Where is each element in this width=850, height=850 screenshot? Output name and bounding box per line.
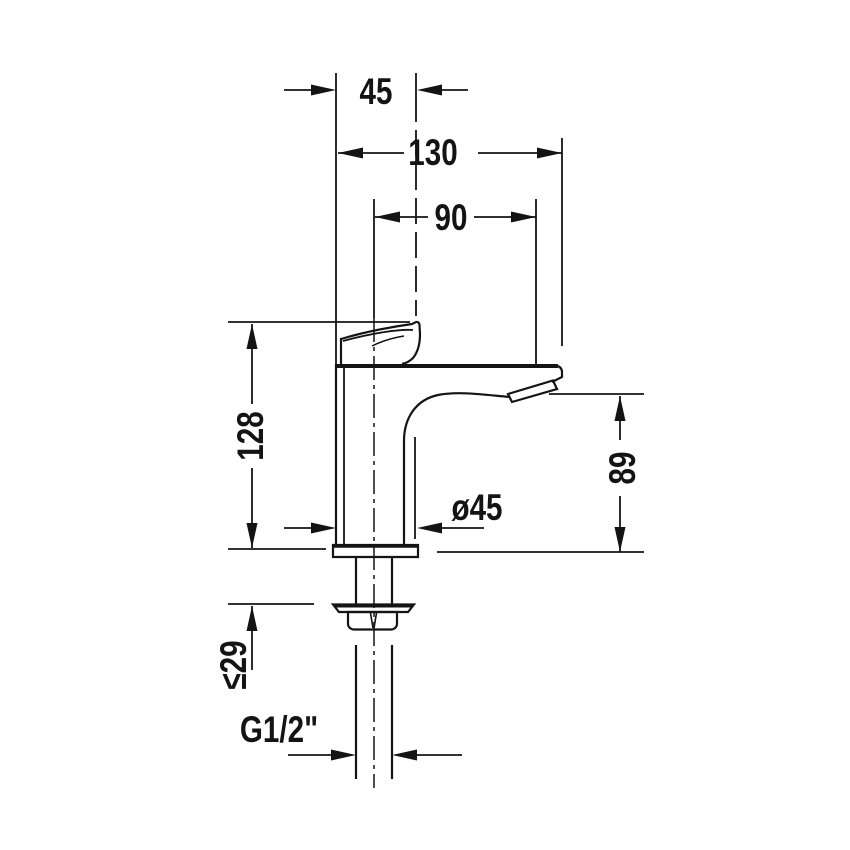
dim-label-body-height: 128	[231, 411, 272, 460]
dimension-lines	[251, 89, 621, 756]
dim-label-spout-reach: 90	[435, 198, 468, 239]
handle-lever-outline	[340, 320, 422, 366]
mounting-nut-facet-right	[373, 612, 378, 629]
arrow-45-right	[417, 84, 442, 96]
arrowheads	[246, 84, 626, 761]
arrow-89-bottom	[614, 527, 626, 552]
dimension-labels: 45 130 90 128 89 ø45 ≤29 G1/2"	[214, 72, 644, 751]
arrow-90-left	[375, 211, 400, 223]
dim-label-connection-thread: G1/2"	[240, 710, 318, 751]
dim-label-panel-thickness: ≤29	[214, 640, 255, 689]
arrow-thread-left	[331, 749, 356, 761]
arrow-130-left	[338, 147, 363, 159]
aerator-outlet	[506, 379, 559, 404]
arrow-90-right	[511, 211, 536, 223]
mounting-nut	[346, 610, 399, 631]
dim-label-outlet-height: 89	[603, 452, 644, 485]
arrow-45-left	[311, 84, 336, 96]
handle-lever-accent-line	[371, 335, 405, 347]
arrow-thickness-up	[246, 606, 258, 631]
arrow-130-right	[537, 147, 562, 159]
extension-lines	[228, 73, 644, 788]
drawing-root: 45 130 90 128 89 ø45 ≤29 G1/2"	[214, 72, 644, 788]
handle-lever-top-face	[342, 328, 414, 342]
dim-label-total-projection: 130	[408, 133, 457, 174]
dim-label-handle-projection: 45	[360, 72, 393, 113]
arrow-128-bottom	[246, 523, 258, 548]
arrow-diameter-left	[311, 522, 336, 534]
faucet-outline	[330, 320, 564, 779]
arrow-128-top	[246, 324, 258, 349]
arrow-thread-right	[392, 749, 417, 761]
body-spout-curve	[402, 392, 511, 545]
dim-label-base-diameter: ø45	[451, 488, 502, 529]
mounting-nut-facet-left	[369, 612, 374, 629]
arrow-89-top	[614, 396, 626, 421]
spout-front-edge	[551, 365, 564, 383]
arrow-diameter-right	[417, 522, 442, 534]
